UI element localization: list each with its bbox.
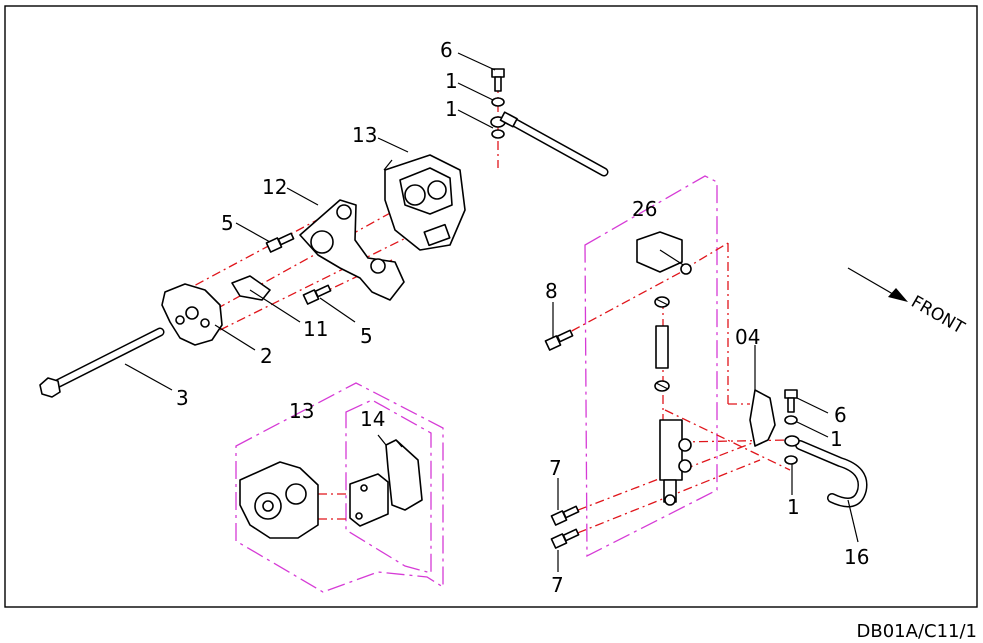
callout-12: 12 [262, 175, 287, 199]
callout-8: 8 [545, 279, 558, 303]
hose-clamp-upper [654, 296, 670, 308]
callout-7-bottom: 7 [551, 573, 564, 597]
brake-hose-16 [784, 435, 868, 508]
washer-1-right-b [784, 455, 798, 465]
front-label: FRONT [908, 292, 969, 339]
callout-13-top: 13 [352, 123, 377, 147]
callout-5-right: 5 [360, 324, 373, 348]
bracket-04 [749, 389, 776, 447]
drawing-frame [4, 5, 978, 608]
upper-brake-hose [490, 111, 609, 177]
axle-3 [39, 327, 165, 398]
bolt-5-right [302, 284, 332, 305]
callout-6-right: 6 [834, 403, 847, 427]
master-cylinder-body [659, 419, 692, 506]
callout-13-lower: 13 [289, 399, 314, 423]
washer-1-top-a [491, 97, 505, 107]
callout-leaders [124, 52, 859, 572]
bolt-8 [544, 329, 574, 351]
callout-26: 26 [632, 197, 657, 221]
callout-1-top-b: 1 [445, 97, 458, 121]
hose-clamp-lower [654, 380, 670, 392]
callout-5-left: 5 [221, 211, 234, 235]
group-outline-26 [584, 175, 718, 558]
drawing-code: DB01A/C11/1 [857, 621, 977, 642]
caliper-bracket [299, 199, 405, 301]
callout-16: 16 [844, 545, 869, 569]
brake-pads-14 [349, 434, 423, 527]
callout-1-top-a: 1 [445, 69, 458, 93]
callout-04: 04 [735, 325, 760, 349]
callout-6-top: 6 [440, 38, 453, 62]
callout-1-right-a: 1 [830, 427, 843, 451]
callout-2: 2 [260, 344, 273, 368]
bolt-6-right [784, 389, 798, 413]
bolt-7-top [550, 505, 580, 526]
callout-3: 3 [176, 386, 189, 410]
callout-14: 14 [360, 407, 385, 431]
caliper-body-lower [239, 461, 319, 539]
spacer-11 [231, 275, 271, 301]
master-cylinder-reservoir [636, 231, 692, 275]
bolt-5-left [265, 232, 295, 253]
callout-11: 11 [303, 317, 328, 341]
group-outline-13 [235, 382, 444, 593]
bolt-6-top [491, 68, 505, 92]
leader-lines [161, 84, 791, 541]
callout-7-top: 7 [549, 456, 562, 480]
plate-2 [161, 283, 223, 346]
front-direction-arrow [847, 267, 908, 302]
washer-1-top-b [491, 129, 505, 139]
callout-1-right-b: 1 [787, 495, 800, 519]
reservoir-hose [655, 325, 669, 369]
washer-1-right-a [784, 415, 798, 425]
brake-caliper-top [383, 154, 466, 251]
bolt-7-bottom [550, 528, 580, 549]
